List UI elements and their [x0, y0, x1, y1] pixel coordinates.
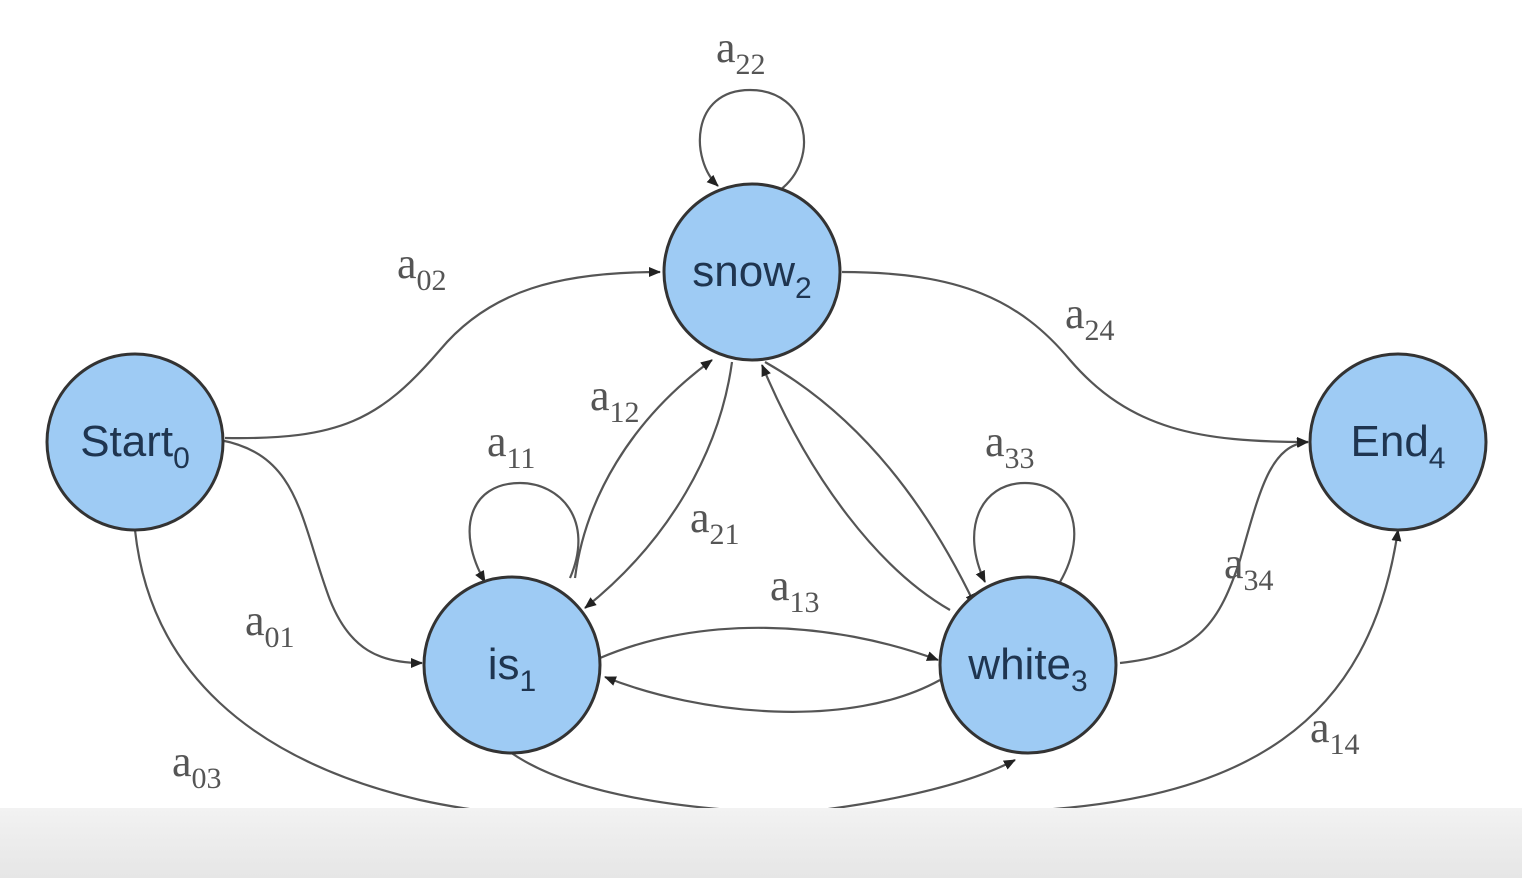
node-start-circle — [45, 352, 225, 532]
label-a03: a03 — [172, 737, 222, 795]
edge-white-end — [1119, 437, 1309, 665]
node-is-name: is — [488, 640, 520, 689]
node-start-name: Start — [80, 417, 173, 466]
node-white: white3 — [938, 575, 1118, 755]
node-end-label: End4 — [1351, 417, 1446, 475]
node-end: End4 — [1308, 352, 1488, 532]
label-a34: a34 — [1224, 539, 1274, 597]
label-a33: a33 — [985, 417, 1035, 475]
label-a01: a01 — [245, 596, 295, 654]
edge-white-snow — [760, 364, 951, 611]
label-a24: a24 — [1065, 289, 1115, 347]
node-snow-sub: 2 — [795, 272, 812, 305]
node-start-sub: 0 — [173, 442, 190, 475]
label-a13: a13 — [770, 561, 820, 619]
edge-start-is — [219, 438, 423, 668]
node-end-sub: 4 — [1429, 442, 1446, 475]
node-white-name: white — [967, 640, 1071, 689]
node-start: Start0 — [45, 352, 225, 532]
label-a14: a14 — [1310, 703, 1360, 761]
edge-white-white — [973, 481, 1076, 583]
edge-is-white — [599, 626, 939, 662]
node-snow: snow2 — [662, 182, 842, 362]
edge-labels: a01 a02 a03 a11 a12 a13 a14 a21 a22 a24 … — [172, 23, 1360, 795]
edge-is-is — [468, 481, 580, 583]
edge-snow-end — [841, 270, 1309, 447]
node-is-sub: 1 — [520, 665, 537, 698]
node-white-label: white3 — [967, 640, 1087, 698]
node-snow-label: snow2 — [692, 247, 811, 305]
edge-is-snow — [573, 359, 713, 579]
edge-snow-is — [584, 361, 734, 609]
label-a11: a11 — [487, 417, 535, 475]
node-snow-name: snow — [692, 247, 795, 296]
node-white-sub: 3 — [1071, 665, 1088, 698]
bottom-bar — [0, 808, 1522, 878]
node-end-circle — [1308, 352, 1488, 532]
node-is-label: is1 — [488, 640, 536, 698]
node-is-circle — [422, 575, 602, 755]
node-is: is1 — [422, 575, 602, 755]
node-white-circle — [938, 575, 1118, 755]
edge-snow-white — [764, 361, 976, 606]
edge-start-snow — [224, 267, 661, 440]
node-snow-circle — [662, 182, 842, 362]
edge-white-is — [604, 675, 941, 713]
label-a21: a21 — [690, 493, 740, 551]
edge-start-white — [133, 529, 1016, 822]
label-a22: a22 — [716, 23, 766, 81]
node-end-name: End — [1351, 417, 1429, 466]
edge-snow-snow — [698, 88, 805, 191]
edges — [133, 88, 1402, 822]
node-start-label: Start0 — [80, 417, 190, 475]
label-a12: a12 — [590, 371, 640, 429]
label-a02: a02 — [397, 239, 447, 297]
